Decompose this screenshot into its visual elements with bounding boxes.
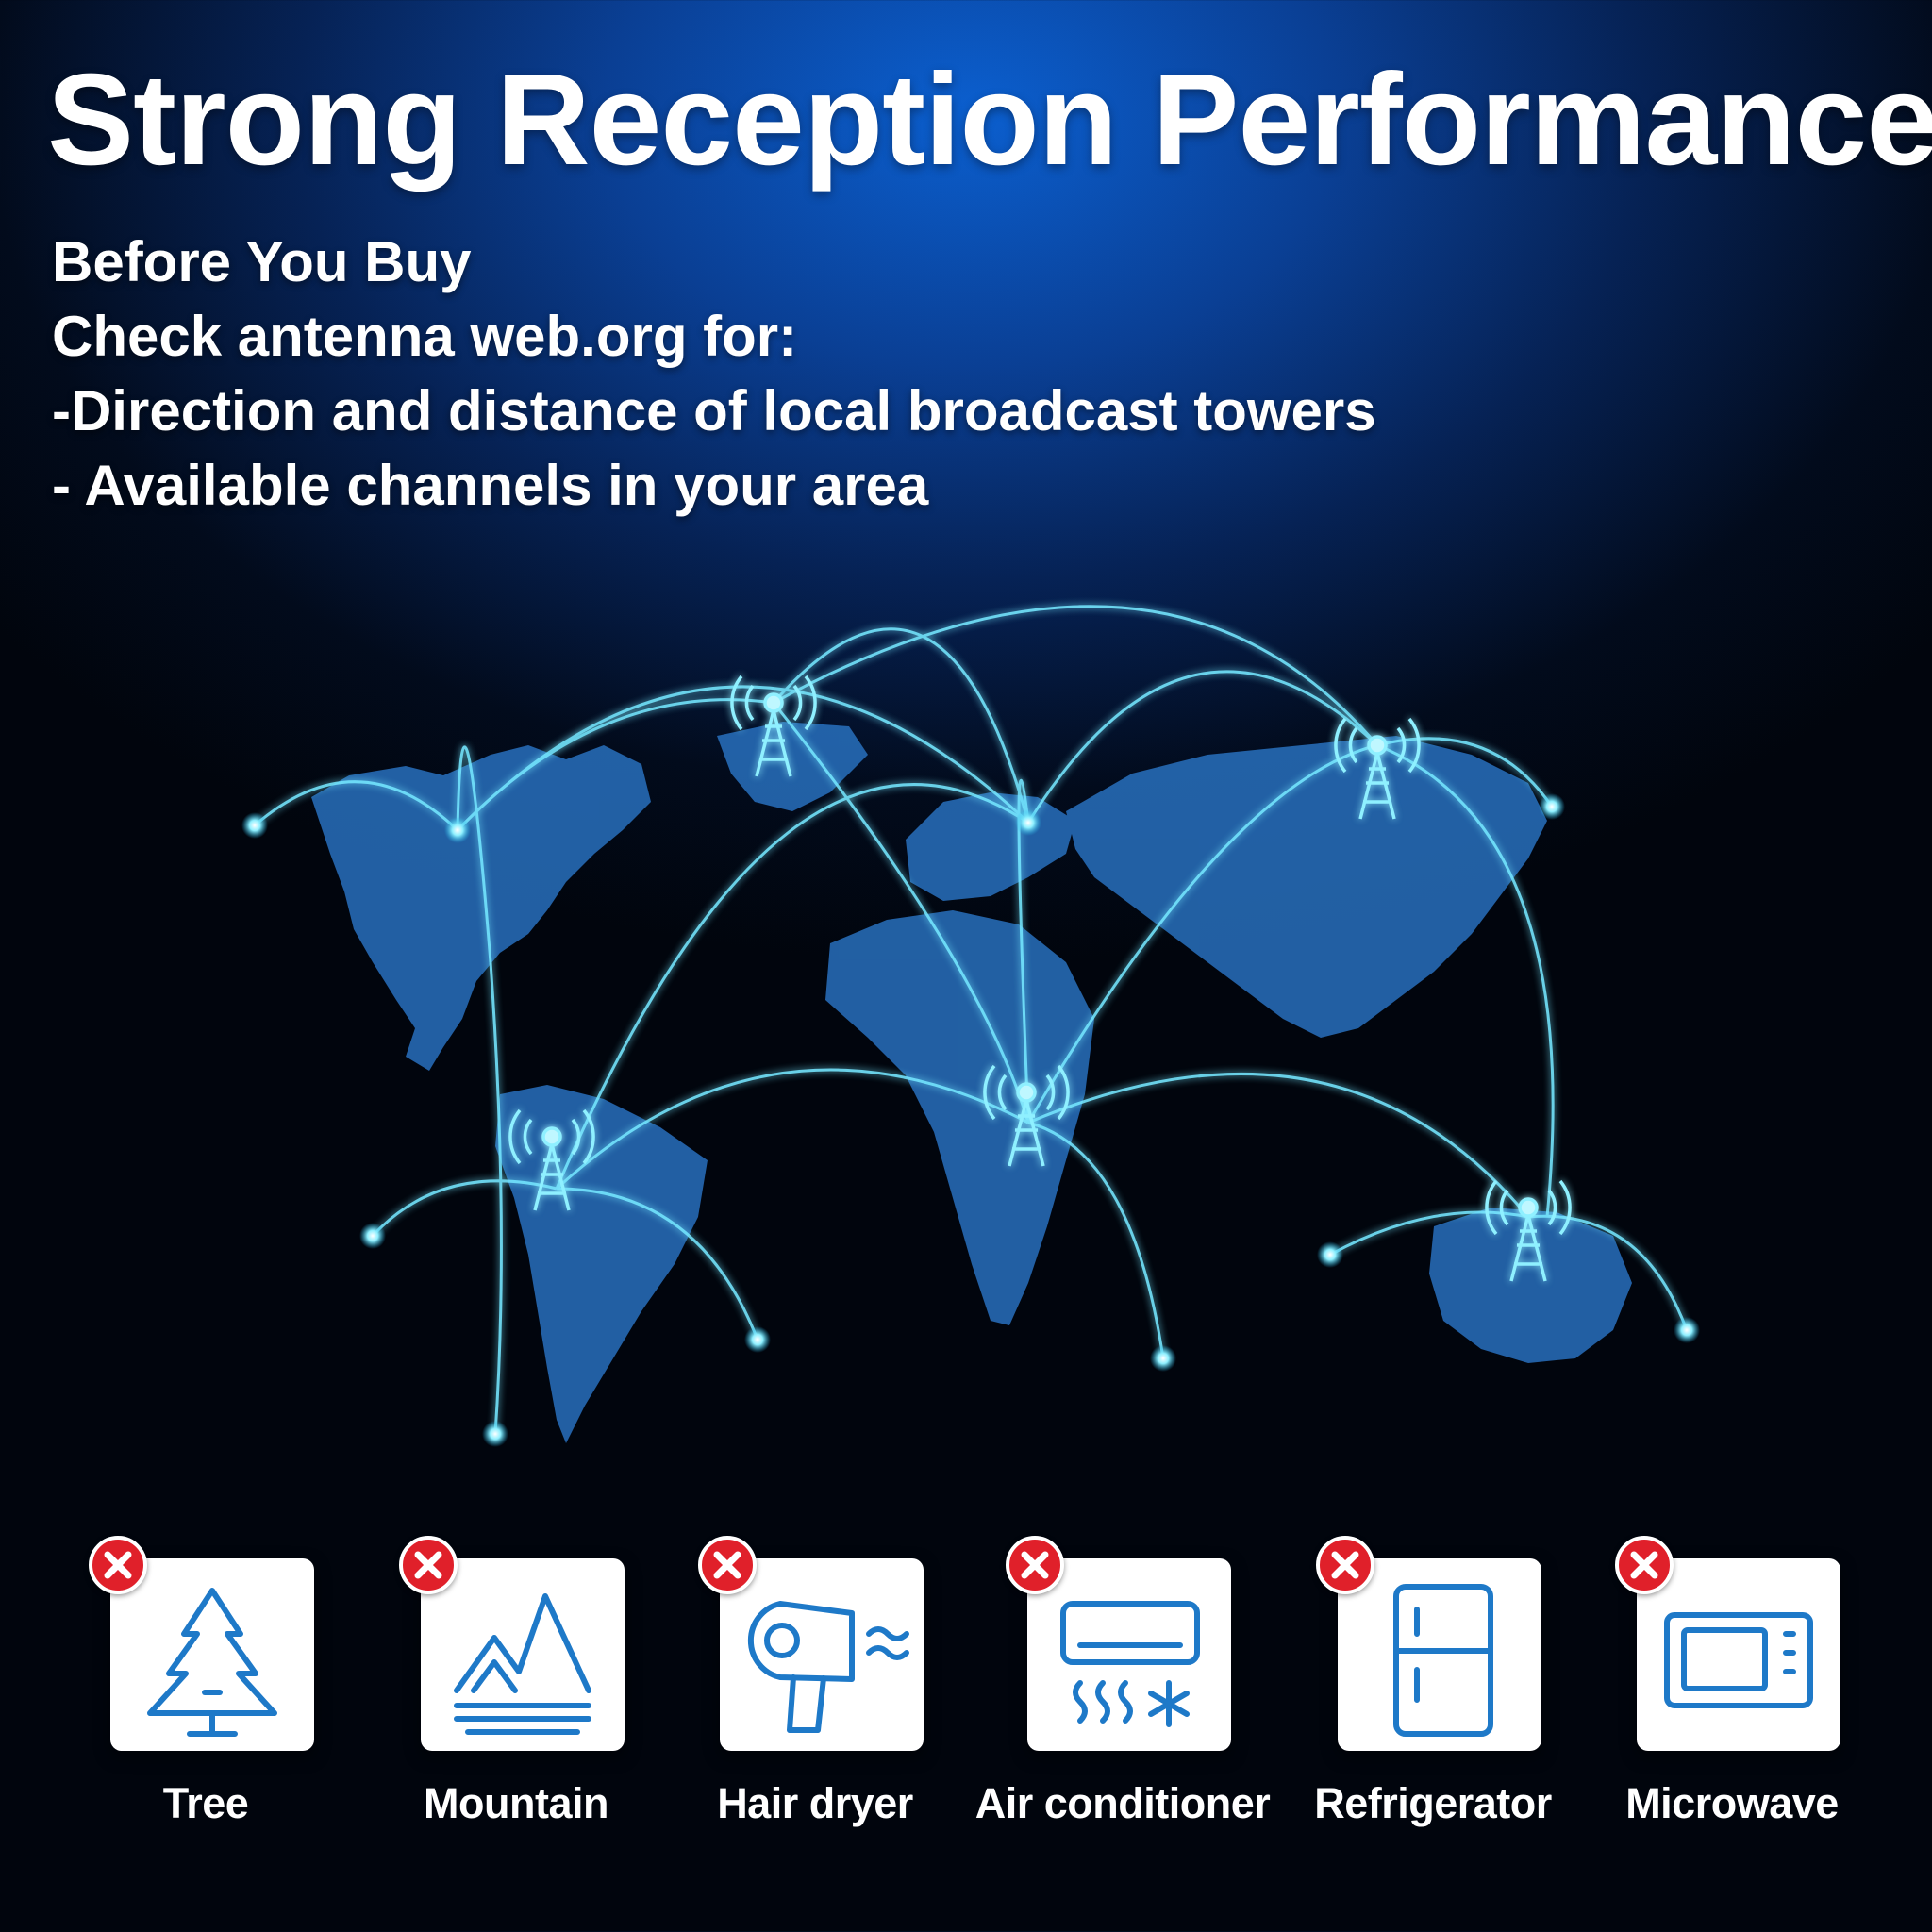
interferer-microwave: Microwave bbox=[1581, 1536, 1883, 1857]
air-conditioner-card bbox=[1027, 1558, 1231, 1751]
mountain-card bbox=[421, 1558, 625, 1751]
intro-line-direction: -Direction and distance of local broadca… bbox=[52, 379, 1376, 442]
not-recommended-badge bbox=[1006, 1536, 1064, 1594]
tower-south-america-icon bbox=[508, 1108, 595, 1211]
continents bbox=[311, 722, 1632, 1443]
close-icon bbox=[414, 1551, 442, 1579]
interferer-air-conditioner: Air conditioner bbox=[972, 1536, 1274, 1857]
intro-line-check-site: Check antenna web.org for: bbox=[52, 305, 798, 368]
intro-line-before-you-buy: Before You Buy bbox=[52, 230, 472, 293]
hair-dryer-card bbox=[720, 1558, 924, 1751]
broadcast-towers bbox=[508, 675, 1572, 1282]
tree-card bbox=[110, 1558, 314, 1751]
microwave-icon bbox=[1664, 1612, 1813, 1708]
hair-dryer-icon bbox=[747, 1601, 909, 1733]
not-recommended-badge bbox=[89, 1536, 147, 1594]
continent-africa bbox=[825, 910, 1094, 1325]
close-icon bbox=[1021, 1551, 1049, 1579]
refrigerator-icon bbox=[1393, 1584, 1493, 1737]
interferer-label: Air conditioner bbox=[974, 1779, 1271, 1827]
tower-australia-icon bbox=[1485, 1179, 1572, 1282]
not-recommended-badge bbox=[1316, 1536, 1374, 1594]
tree-icon bbox=[147, 1588, 277, 1737]
intro-text: Before You Buy Check antenna web.org for… bbox=[52, 225, 1376, 523]
close-icon bbox=[1630, 1551, 1658, 1579]
interferer-mountain: Mountain bbox=[365, 1536, 667, 1857]
continent-south-america bbox=[495, 1085, 708, 1443]
close-icon bbox=[713, 1551, 741, 1579]
signal-endpoints bbox=[242, 793, 1700, 1447]
tower-asia-icon bbox=[1334, 717, 1421, 820]
page-title: Strong Reception Performance bbox=[47, 47, 1932, 192]
microwave-card bbox=[1637, 1558, 1840, 1751]
continent-greenland bbox=[717, 722, 868, 811]
refrigerator-card bbox=[1338, 1558, 1541, 1751]
tower-africa-icon bbox=[983, 1064, 1070, 1167]
close-icon bbox=[104, 1551, 132, 1579]
interferer-tree: Tree bbox=[55, 1536, 357, 1857]
continent-europe bbox=[906, 792, 1075, 901]
interferer-label: Hair dryer bbox=[717, 1779, 913, 1827]
continent-north-america bbox=[311, 745, 651, 1071]
intro-line-channels: - Available channels in your area bbox=[52, 454, 929, 517]
continent-asia bbox=[1066, 736, 1547, 1038]
not-recommended-badge bbox=[698, 1536, 757, 1594]
mountain-icon bbox=[454, 1593, 591, 1735]
air-conditioner-icon bbox=[1060, 1601, 1200, 1727]
interferer-label: Tree bbox=[162, 1779, 249, 1827]
world-map-illustration bbox=[242, 605, 1700, 1447]
tower-europe-icon bbox=[730, 675, 817, 777]
interferer-hair-dryer: Hair dryer bbox=[664, 1536, 966, 1857]
interferer-label: Refrigerator bbox=[1314, 1779, 1552, 1827]
continent-australia bbox=[1429, 1208, 1632, 1363]
interferer-refrigerator: Refrigerator bbox=[1282, 1536, 1584, 1857]
close-icon bbox=[1331, 1551, 1359, 1579]
not-recommended-badge bbox=[399, 1536, 458, 1594]
interferer-label: Mountain bbox=[424, 1779, 608, 1827]
interferer-label: Microwave bbox=[1625, 1779, 1839, 1827]
not-recommended-badge bbox=[1615, 1536, 1674, 1594]
